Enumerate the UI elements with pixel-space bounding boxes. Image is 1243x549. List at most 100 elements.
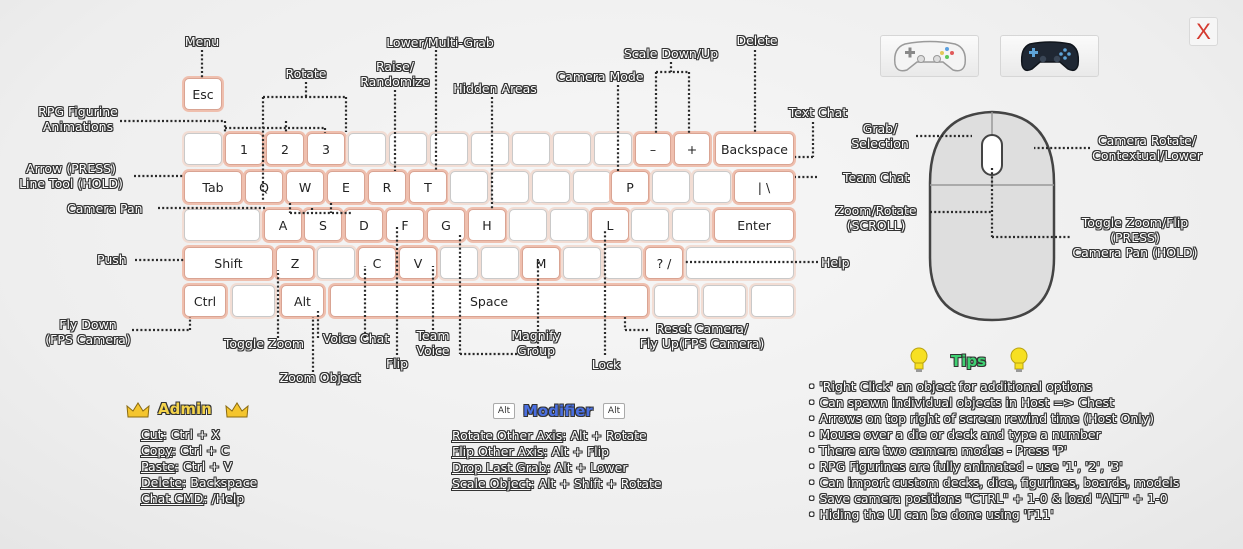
label-toggle-zoom: Toggle Zoom xyxy=(223,336,305,351)
key-backspace[interactable]: Backspace xyxy=(715,133,794,165)
key-enter[interactable]: Enter xyxy=(714,209,794,241)
key-o[interactable] xyxy=(573,171,611,203)
key-d[interactable]: D xyxy=(345,209,383,241)
key-capslock[interactable] xyxy=(184,209,260,241)
key-z-label: Z xyxy=(290,255,300,271)
key-3[interactable]: 3 xyxy=(307,133,345,165)
key-9[interactable] xyxy=(553,133,591,165)
key-1[interactable]: 1 xyxy=(225,133,263,165)
mouse-icon xyxy=(928,110,1056,322)
key-k[interactable] xyxy=(550,209,588,241)
key-t-label: T xyxy=(424,179,432,195)
white-controller-button[interactable] xyxy=(880,35,979,77)
tip-item: • Can import custom decks, dice, figurin… xyxy=(808,475,1180,490)
key-quote[interactable] xyxy=(672,209,710,241)
key-alt-label: Alt xyxy=(294,293,311,309)
label-camera-rotate: Camera Rotate/ Contextual/Lower xyxy=(1092,133,1202,163)
key-4[interactable] xyxy=(348,133,386,165)
key-t[interactable]: T xyxy=(409,171,447,203)
alt-badge-left: Alt xyxy=(493,403,515,419)
key-backslash-label: | \ xyxy=(757,179,771,195)
label-reset-camera: Reset Camera/ Fly Up(FPS Camera) xyxy=(639,321,765,351)
key-shift-right[interactable] xyxy=(686,247,794,279)
label-arrow-line-tool: Arrow (PRESS) Line Tool (HOLD) xyxy=(19,161,123,191)
key-e[interactable]: E xyxy=(327,171,365,203)
key-n[interactable] xyxy=(481,247,519,279)
key-minus[interactable]: – xyxy=(635,133,671,165)
key-plus-label: + xyxy=(686,141,698,157)
key-space[interactable]: Space xyxy=(330,285,648,317)
crown-icon xyxy=(126,402,150,418)
label-lock: Lock xyxy=(591,357,621,372)
key-v[interactable]: V xyxy=(399,247,437,279)
key-7[interactable] xyxy=(471,133,509,165)
key-m-label: M xyxy=(535,255,547,271)
key-esc[interactable]: Esc xyxy=(184,78,222,110)
key-period[interactable] xyxy=(604,247,642,279)
key-h[interactable]: H xyxy=(468,209,506,241)
key-u[interactable] xyxy=(491,171,529,203)
key-shift-left[interactable]: Shift xyxy=(184,247,273,279)
key-alt-right[interactable] xyxy=(654,285,698,317)
key-ctrl[interactable]: Ctrl xyxy=(184,285,226,317)
label-camera-pan: Camera Pan xyxy=(67,201,143,216)
key-backslash[interactable]: | \ xyxy=(734,171,794,203)
key-bracket-left[interactable] xyxy=(652,171,690,203)
key-e-label: E xyxy=(342,179,350,195)
label-hidden-areas: Hidden Areas xyxy=(453,81,537,96)
key-backtick[interactable] xyxy=(184,133,222,165)
tip-item: • Arrows on top right of screen rewind t… xyxy=(808,411,1155,426)
key-y[interactable] xyxy=(450,171,488,203)
key-r[interactable]: R xyxy=(368,171,406,203)
key-w[interactable]: W xyxy=(286,171,324,203)
close-button[interactable]: X xyxy=(1189,17,1218,46)
key-8[interactable] xyxy=(512,133,550,165)
key-plus[interactable]: + xyxy=(674,133,710,165)
key-x[interactable] xyxy=(317,247,355,279)
key-l[interactable]: L xyxy=(591,209,629,241)
key-menu[interactable] xyxy=(703,285,746,317)
key-b[interactable] xyxy=(440,247,478,279)
admin-item: Cut: Ctrl + X xyxy=(141,427,220,442)
key-bracket-right[interactable] xyxy=(693,171,731,203)
modifier-item: Drop Last Grab: Alt + Lower xyxy=(452,460,628,475)
key-space-label: Space xyxy=(469,293,509,309)
key-p[interactable]: P xyxy=(611,171,649,203)
modifier-title: Modifier xyxy=(523,402,593,420)
key-ctrl-right[interactable] xyxy=(751,285,794,317)
key-comma[interactable] xyxy=(563,247,601,279)
key-alt[interactable]: Alt xyxy=(281,285,324,317)
modifier-item: Flip Other Axis: Alt + Flip xyxy=(452,444,610,459)
key-0[interactable] xyxy=(594,133,632,165)
key-p-label: P xyxy=(626,179,634,195)
key-g[interactable]: G xyxy=(427,209,465,241)
modifier-list: Rotate Other Axis: Alt + Rotate Flip Oth… xyxy=(452,428,662,492)
key-z[interactable]: Z xyxy=(276,247,314,279)
label-help: Help xyxy=(821,255,850,270)
key-win[interactable] xyxy=(232,285,275,317)
key-semicolon[interactable] xyxy=(631,209,669,241)
key-s[interactable]: S xyxy=(304,209,342,241)
key-i[interactable] xyxy=(532,171,570,203)
dark-controller-button[interactable] xyxy=(1000,35,1099,77)
tips-list: • 'Right Click' an object for additional… xyxy=(808,379,1179,523)
key-q[interactable]: Q xyxy=(245,171,283,203)
key-f[interactable]: F xyxy=(386,209,424,241)
key-a[interactable]: A xyxy=(264,209,302,241)
key-c[interactable]: C xyxy=(358,247,396,279)
key-m[interactable]: M xyxy=(522,247,560,279)
key-6[interactable] xyxy=(430,133,468,165)
key-2[interactable]: 2 xyxy=(266,133,304,165)
key-j[interactable] xyxy=(509,209,547,241)
key-slash[interactable]: ? / xyxy=(645,247,683,279)
key-3-label: 3 xyxy=(322,141,330,157)
key-h-label: H xyxy=(482,217,492,233)
label-team-chat: Team Chat xyxy=(843,170,910,185)
label-team-voice: Team Voice xyxy=(416,328,450,358)
label-fly-down: Fly Down (FPS Camera) xyxy=(45,317,131,347)
key-a-label: A xyxy=(278,217,288,233)
key-tab[interactable]: Tab xyxy=(184,171,242,203)
label-magnify-group: Magnify Group xyxy=(511,328,561,358)
key-5[interactable] xyxy=(389,133,427,165)
admin-title-text: Admin xyxy=(158,400,212,418)
